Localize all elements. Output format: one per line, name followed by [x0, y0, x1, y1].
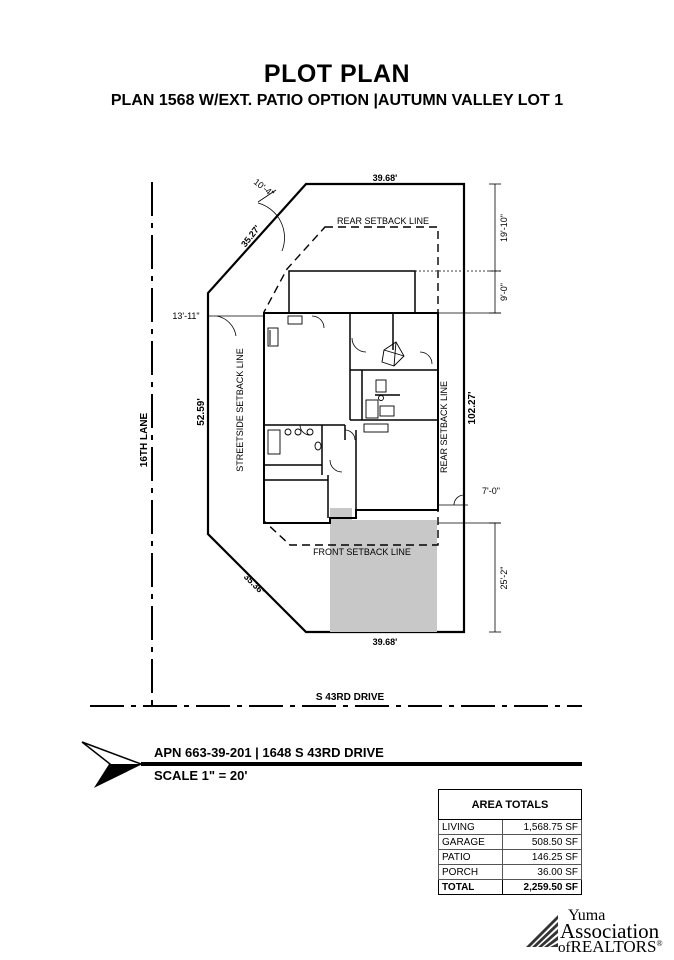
- page-subtitle: PLAN 1568 W/EXT. PATIO OPTION |AUTUMN VA…: [110, 92, 564, 109]
- dim-bottom: 39.68': [373, 637, 398, 647]
- rear-setback-label: REAR SETBACK LINE: [337, 216, 429, 226]
- patio-structure: [288, 270, 416, 314]
- row-value: 508.50 SF: [501, 834, 583, 850]
- fixtures: [267, 315, 405, 455]
- setback-line: [263, 226, 439, 546]
- street-label-west: 16TH LANE: [139, 412, 150, 467]
- front-setback-label: FRONT SETBACK LINE: [313, 547, 411, 557]
- door-swings: [299, 315, 433, 473]
- dim-diag-bottom: 35.36': [242, 572, 267, 597]
- dim-left-setback: 13'-11": [172, 311, 199, 321]
- dim-garage-offset: 9'-0": [499, 283, 509, 301]
- yuma-realtors-logo: Yuma Association ofREALTORS®: [522, 905, 672, 957]
- row-value: 36.00 SF: [501, 864, 583, 880]
- front-walk: [330, 508, 352, 632]
- dim-right-setback: 7'-0": [482, 486, 500, 496]
- dim-front-setback: 25'-2": [499, 567, 509, 590]
- dim-top: 39.68': [373, 173, 398, 183]
- lot-boundary: [206, 182, 466, 634]
- interior-walls: [264, 313, 438, 518]
- driveway: [351, 520, 437, 632]
- logo-registered-mark: ®: [656, 939, 663, 948]
- side-setback-label: REAR SETBACK LINE: [439, 381, 449, 473]
- row-value: 146.25 SF: [501, 849, 583, 865]
- total-value: 2,259.50 SF: [501, 879, 583, 895]
- area-totals-header: AREA TOTALS: [438, 789, 582, 820]
- dim-rear-setback: 19'-10": [499, 214, 509, 242]
- total-label: TOTAL: [438, 879, 503, 895]
- north-arrow-icon: [81, 741, 143, 788]
- logo-line-3: ofREALTORS®: [558, 937, 663, 957]
- row-label: PATIO: [438, 849, 503, 865]
- page-title: PLOT PLAN: [263, 60, 411, 88]
- streetside-setback-label: STREETSIDE SETBACK LINE: [235, 348, 245, 472]
- dimension-lines: [208, 183, 501, 633]
- logo-line-2: Association: [560, 919, 660, 943]
- logo-realtors: REALTORS: [570, 937, 657, 956]
- logo-mark-icon: [526, 915, 558, 947]
- logo-line-1: Yuma: [568, 907, 606, 924]
- dim-corner-radius: 10'-4": [252, 177, 276, 199]
- logo-of: of: [558, 940, 571, 956]
- row-label: LIVING: [438, 819, 503, 835]
- row-label: GARAGE: [438, 834, 503, 850]
- row-value: 1,568.75 SF: [501, 819, 583, 835]
- scale-label: SCALE 1" = 20': [154, 768, 248, 783]
- house-outline: [263, 312, 439, 524]
- dim-right: 102.27': [467, 392, 478, 425]
- row-label: PORCH: [438, 864, 503, 880]
- street-label-south: S 43RD DRIVE: [316, 692, 385, 703]
- dim-left: 52.59': [196, 398, 207, 425]
- apn-address: APN 663-39-201 | 1648 S 43RD DRIVE: [154, 745, 384, 760]
